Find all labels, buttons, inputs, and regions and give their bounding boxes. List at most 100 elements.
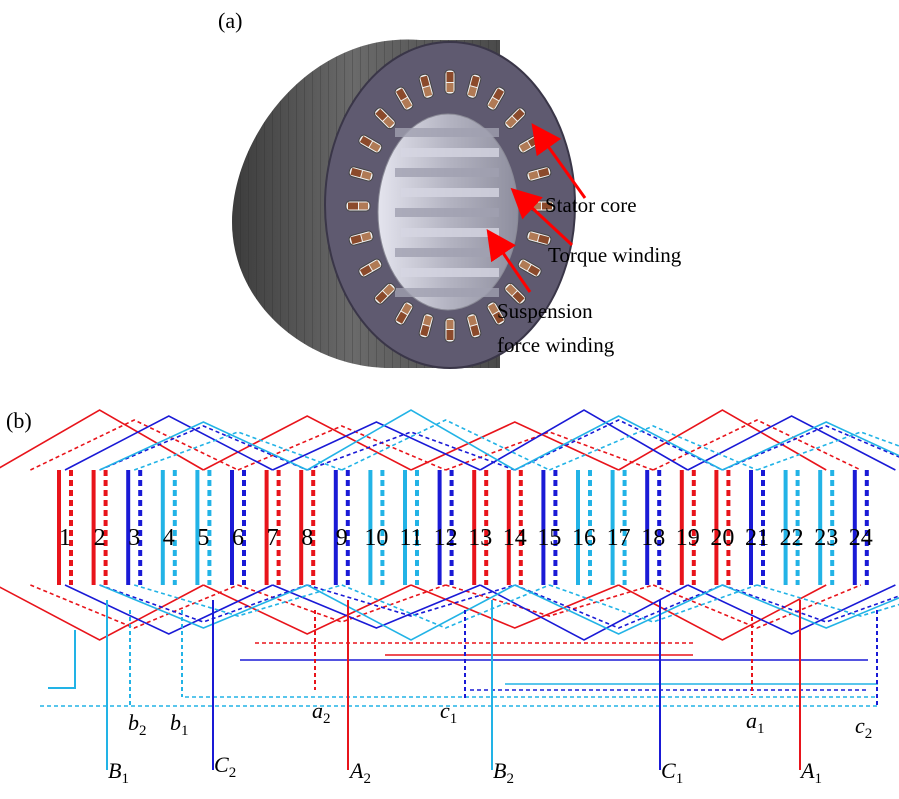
- stator-slot: [486, 301, 506, 326]
- stator-slot: [526, 230, 552, 246]
- bore-tooth: [395, 288, 499, 297]
- terminal-c2: c2: [855, 713, 872, 742]
- winding-diagram: [0, 409, 899, 770]
- end-connection-torque: [722, 421, 899, 629]
- slot-number: 21: [745, 525, 769, 551]
- end-connection-suspension: [445, 431, 654, 617]
- end-connection-suspension: [306, 431, 516, 617]
- slot-number: 14: [503, 525, 527, 551]
- slot-number: 1: [59, 525, 71, 551]
- end-connection-torque: [687, 415, 896, 635]
- end-connection-torque: [479, 409, 689, 641]
- stator-slot: [394, 301, 414, 326]
- terminal-a1: a1: [746, 708, 765, 737]
- stator-slot: [418, 73, 434, 99]
- end-connection-suspension: [756, 431, 899, 617]
- slot-number: 6: [232, 525, 244, 551]
- slot-number: 3: [128, 525, 140, 551]
- terminal-C1: C1: [661, 758, 683, 787]
- terminal-b2: b2: [128, 710, 147, 739]
- bore-tooth: [401, 228, 499, 237]
- slot-number: 7: [267, 525, 279, 551]
- slot-number: 8: [301, 525, 313, 551]
- stator-slot: [348, 166, 374, 182]
- end-connection-suspension: [341, 419, 550, 629]
- slot-number: 5: [197, 525, 209, 551]
- slot-number: 9: [336, 525, 348, 551]
- torque-winding-label: Torque winding: [548, 243, 682, 267]
- end-connection-torque: [514, 415, 723, 635]
- callout-torque-winding: Torque winding: [510, 187, 682, 267]
- bore-tooth: [395, 208, 499, 217]
- suspension-label-line2: force winding: [497, 333, 615, 357]
- stator-slot: [444, 69, 456, 95]
- bore-tooth: [395, 168, 499, 177]
- terminal-c1: c1: [440, 698, 457, 727]
- bus-line: [48, 630, 76, 689]
- stator-slot: [466, 313, 482, 339]
- slot-number: 17: [607, 525, 631, 551]
- slot-number: 18: [641, 525, 665, 551]
- slot-number: 4: [163, 525, 175, 551]
- stator-3d-model: [232, 39, 576, 369]
- terminal-A2: A2: [348, 758, 371, 787]
- slot-number: 24: [849, 525, 873, 551]
- end-connection-suspension: [133, 431, 343, 617]
- slot-number: 16: [572, 525, 596, 551]
- stator-slot: [374, 107, 396, 130]
- end-connection-torque: [272, 421, 481, 629]
- stator-slot: [526, 166, 552, 182]
- slot-number: 15: [537, 525, 561, 551]
- terminal-B1: B1: [108, 758, 129, 787]
- callout-stator-core: Stator core: [531, 123, 637, 217]
- end-connection-torque: [0, 409, 204, 641]
- end-connection-suspension: [99, 425, 308, 623]
- terminal-b1: b1: [170, 710, 189, 739]
- slot-number: 12: [434, 525, 458, 551]
- stator-slot: [504, 282, 526, 305]
- end-connection-torque: [64, 415, 273, 635]
- stator-slot: [418, 313, 434, 339]
- stator-slot: [394, 86, 414, 111]
- stator-slot: [466, 73, 482, 99]
- terminal-B2: B2: [493, 758, 514, 787]
- panel-b-label: (b): [6, 408, 32, 433]
- slot-number: 2: [94, 525, 106, 551]
- bore-tooth: [395, 128, 499, 137]
- slot-number: 20: [710, 525, 734, 551]
- bore-tooth: [401, 268, 499, 277]
- end-connection-suspension: [30, 419, 239, 629]
- terminal-a2: a2: [312, 698, 331, 727]
- stator-slot: [374, 282, 396, 305]
- bore-tooth: [401, 188, 499, 197]
- terminal-A1: A1: [799, 758, 822, 787]
- stator-slot: [486, 86, 506, 111]
- suspension-label-line1: Suspension: [497, 299, 593, 323]
- stator-slot: [517, 258, 542, 278]
- end-connection-suspension: [237, 425, 446, 623]
- slot-number: 19: [676, 525, 700, 551]
- stator-slot: [358, 134, 383, 154]
- stator-core-label: Stator core: [545, 193, 637, 217]
- stator-slot: [444, 317, 456, 343]
- panel-a: (a) Stator core Torque winding Suspensio…: [218, 8, 682, 369]
- end-connection-suspension: [549, 425, 758, 623]
- end-connection-torque: [99, 421, 308, 629]
- slot-number: 13: [468, 525, 492, 551]
- stator-slot: [345, 200, 371, 212]
- bore-tooth: [401, 148, 499, 157]
- bore-teeth: [395, 128, 499, 297]
- slot-number: 22: [780, 525, 804, 551]
- slot-number: 23: [814, 525, 838, 551]
- end-connection-torque: [306, 409, 516, 641]
- end-connection-suspension: [514, 419, 723, 629]
- stator-slot: [504, 107, 526, 130]
- stator-slot: [348, 230, 374, 246]
- callout-suspension-winding: Suspension force winding: [486, 229, 615, 357]
- slot-number: 11: [399, 525, 422, 551]
- stator-slot: [358, 258, 383, 278]
